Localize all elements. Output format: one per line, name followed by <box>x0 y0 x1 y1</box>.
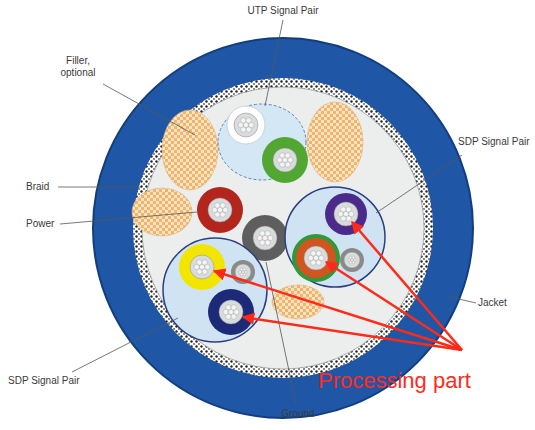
part-label: UTP Signal Pair <box>248 5 319 17</box>
power-wire <box>197 187 243 233</box>
part-label: SDP Signal Pair <box>458 136 530 148</box>
sdp-pair-left <box>163 238 267 342</box>
utp-pair <box>218 104 308 183</box>
leader-lines <box>58 20 476 404</box>
part-label: Power <box>26 218 54 230</box>
part-label: Braid <box>26 181 49 193</box>
braid <box>133 78 433 378</box>
part-label: Ground <box>281 408 314 420</box>
part-label: Jacket <box>478 297 507 309</box>
conductor-strands <box>190 113 360 324</box>
part-label: Filler, optional <box>52 55 104 78</box>
part-label: SDP Signal Pair <box>8 375 80 387</box>
sdp-pair-right <box>285 187 385 287</box>
red-arrows <box>214 222 462 350</box>
jacket <box>93 38 473 418</box>
processing-note: Processing part <box>318 368 471 393</box>
